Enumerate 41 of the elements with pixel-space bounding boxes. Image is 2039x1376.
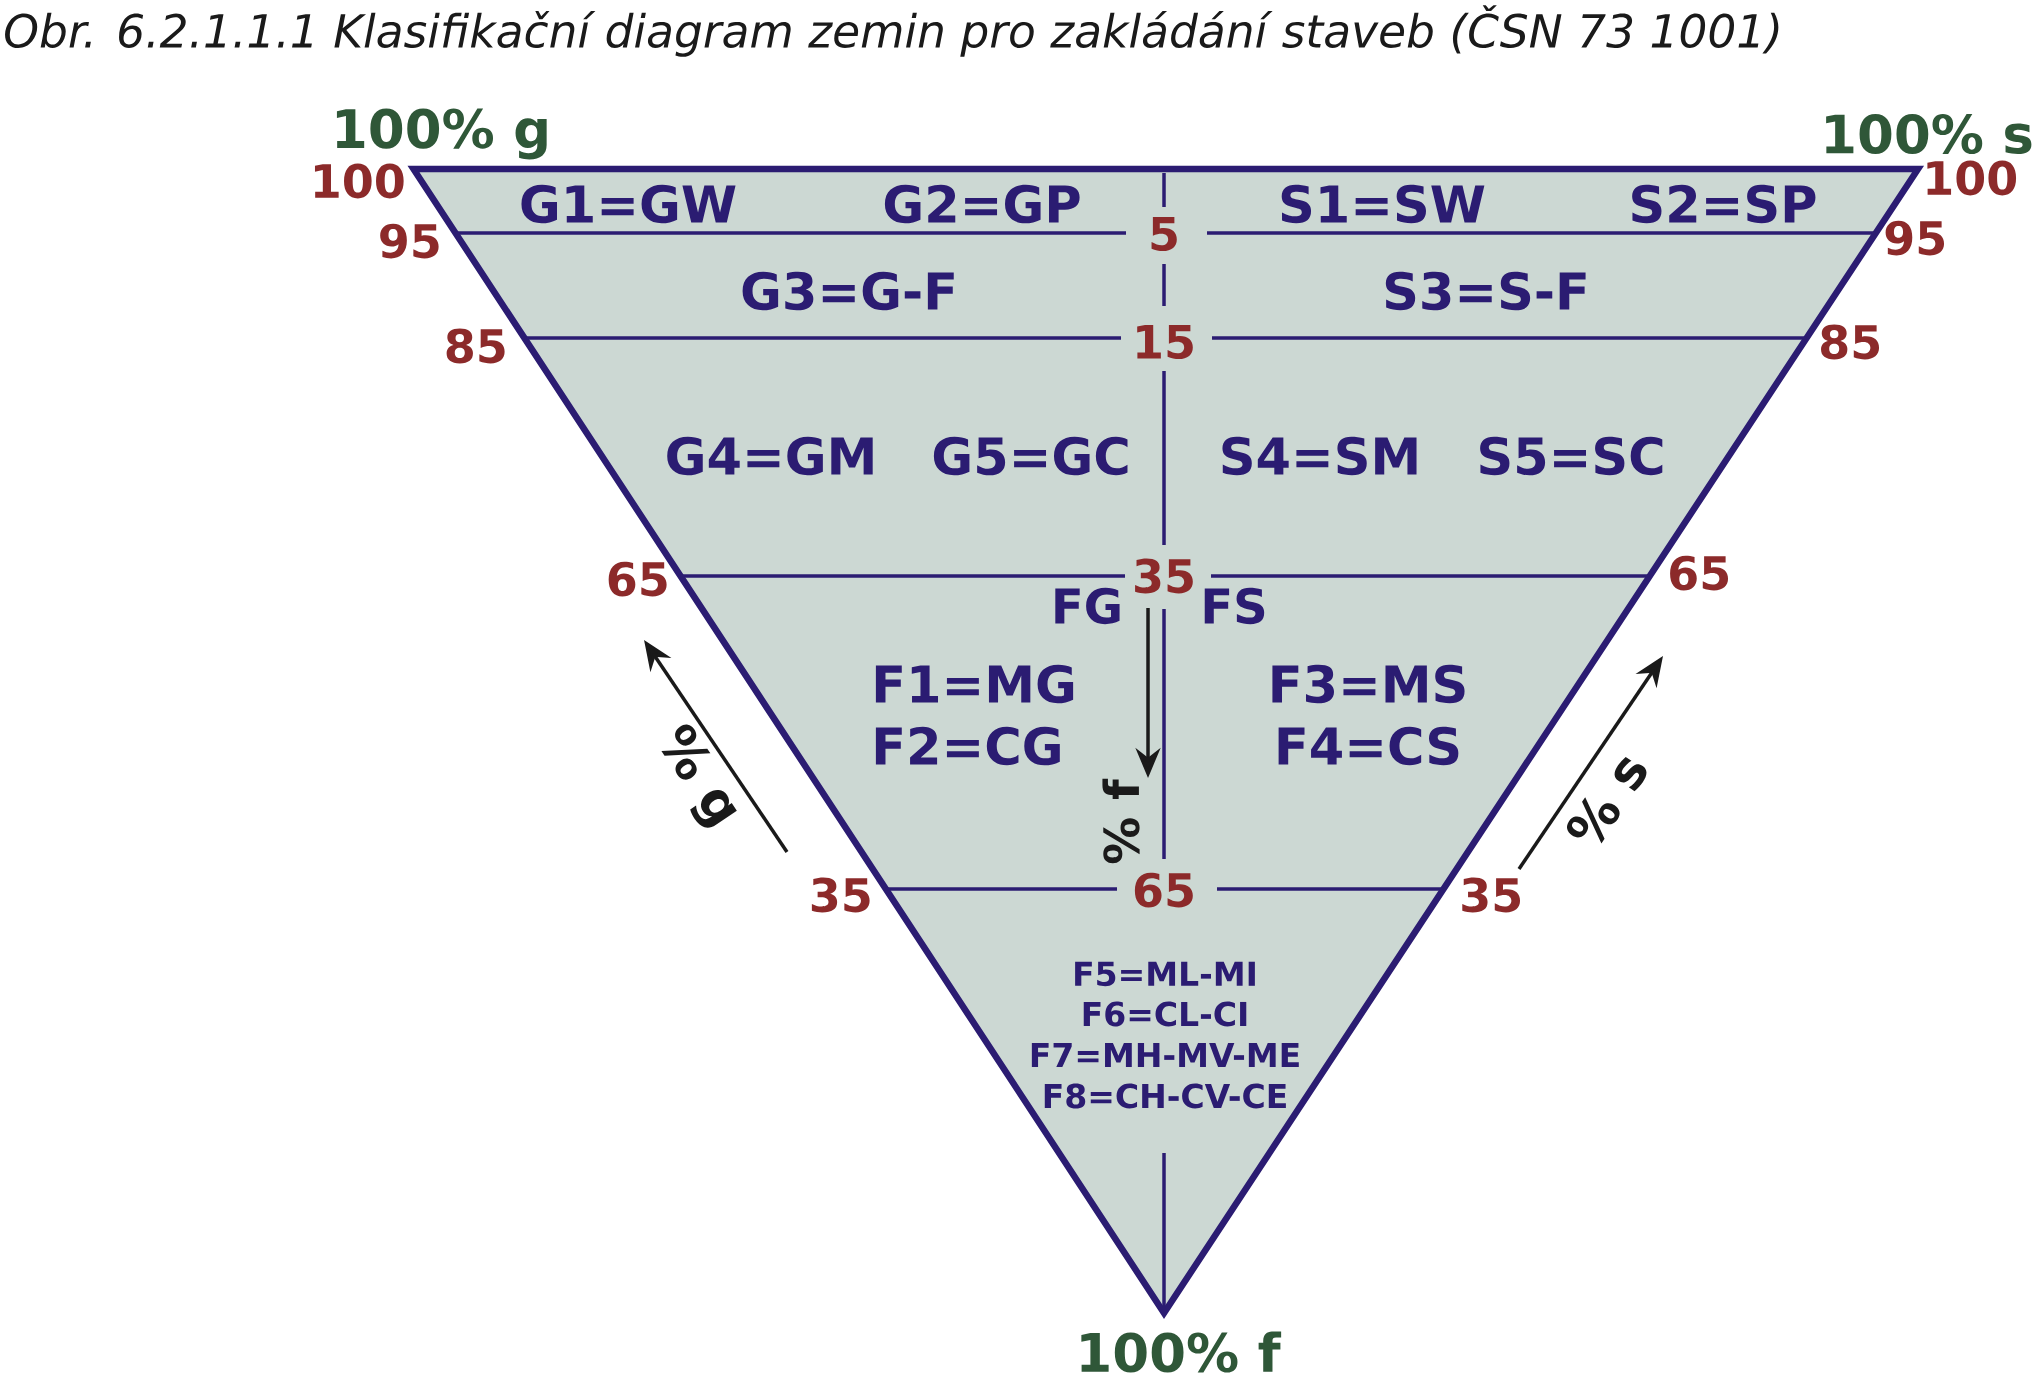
zone-label: F4=CS: [1278, 726, 1459, 766]
corner-label: 100% s: [1826, 113, 2032, 155]
scale-number: 35: [1135, 558, 1193, 594]
axis-label: % s: [1567, 756, 1647, 844]
scale-number: 100: [315, 163, 404, 199]
zone-label: F2=CG: [875, 726, 1060, 766]
zone-label: S4=SM: [1222, 436, 1417, 476]
zone-label: G5=GC: [933, 436, 1128, 476]
zone-label: S2=SP: [1632, 184, 1816, 224]
zone-label: G3=G-F: [742, 271, 954, 311]
zone-label: F6=CL-CI: [1083, 1001, 1247, 1027]
scale-number: 5: [1151, 216, 1177, 252]
zone-label: F5=ML-MI: [1075, 961, 1255, 987]
scale-number: 95: [380, 223, 439, 259]
zone-label: F8=CH-CV-CE: [1044, 1083, 1286, 1109]
zone-label: F3=MS: [1272, 664, 1465, 704]
scale-number: 35: [811, 877, 870, 913]
scale-number: 85: [446, 328, 505, 364]
scale-number: 85: [1821, 324, 1880, 360]
zone-label: F7=MH-MV-ME: [1031, 1042, 1299, 1068]
zone-label: G2=GP: [884, 184, 1080, 224]
zone-label: S5=SC: [1480, 436, 1663, 476]
zone-label: F1=MG: [875, 664, 1074, 704]
scale-number: 65: [1670, 555, 1729, 591]
scale-number: 15: [1137, 324, 1193, 360]
scale-number: 100: [1927, 160, 2017, 196]
zone-label: FG: [1055, 587, 1120, 625]
zone-label: G1=GW: [521, 184, 736, 224]
scale-number: 95: [1885, 220, 1945, 256]
scale-number: 35: [1462, 877, 1521, 913]
corner-label: 100% g: [336, 108, 547, 160]
scale-number: 65: [1134, 872, 1193, 908]
zone-label: G4=GM: [667, 436, 873, 476]
zone-label: S3=S-F: [1385, 271, 1586, 311]
zone-label: S1=SW: [1281, 184, 1485, 224]
axis-label: % f: [1102, 778, 1140, 864]
corner-label: 100% f: [1081, 1331, 1282, 1373]
scale-number: 65: [608, 561, 667, 597]
caption: Obr. 6.2.1.1.1 Klasifikační diagram zemin pro zakládání staveb (ČSN 73 1001): [5, 5, 1779, 57]
axis-label: % g: [661, 724, 737, 828]
zone-label: FS: [1204, 587, 1265, 625]
